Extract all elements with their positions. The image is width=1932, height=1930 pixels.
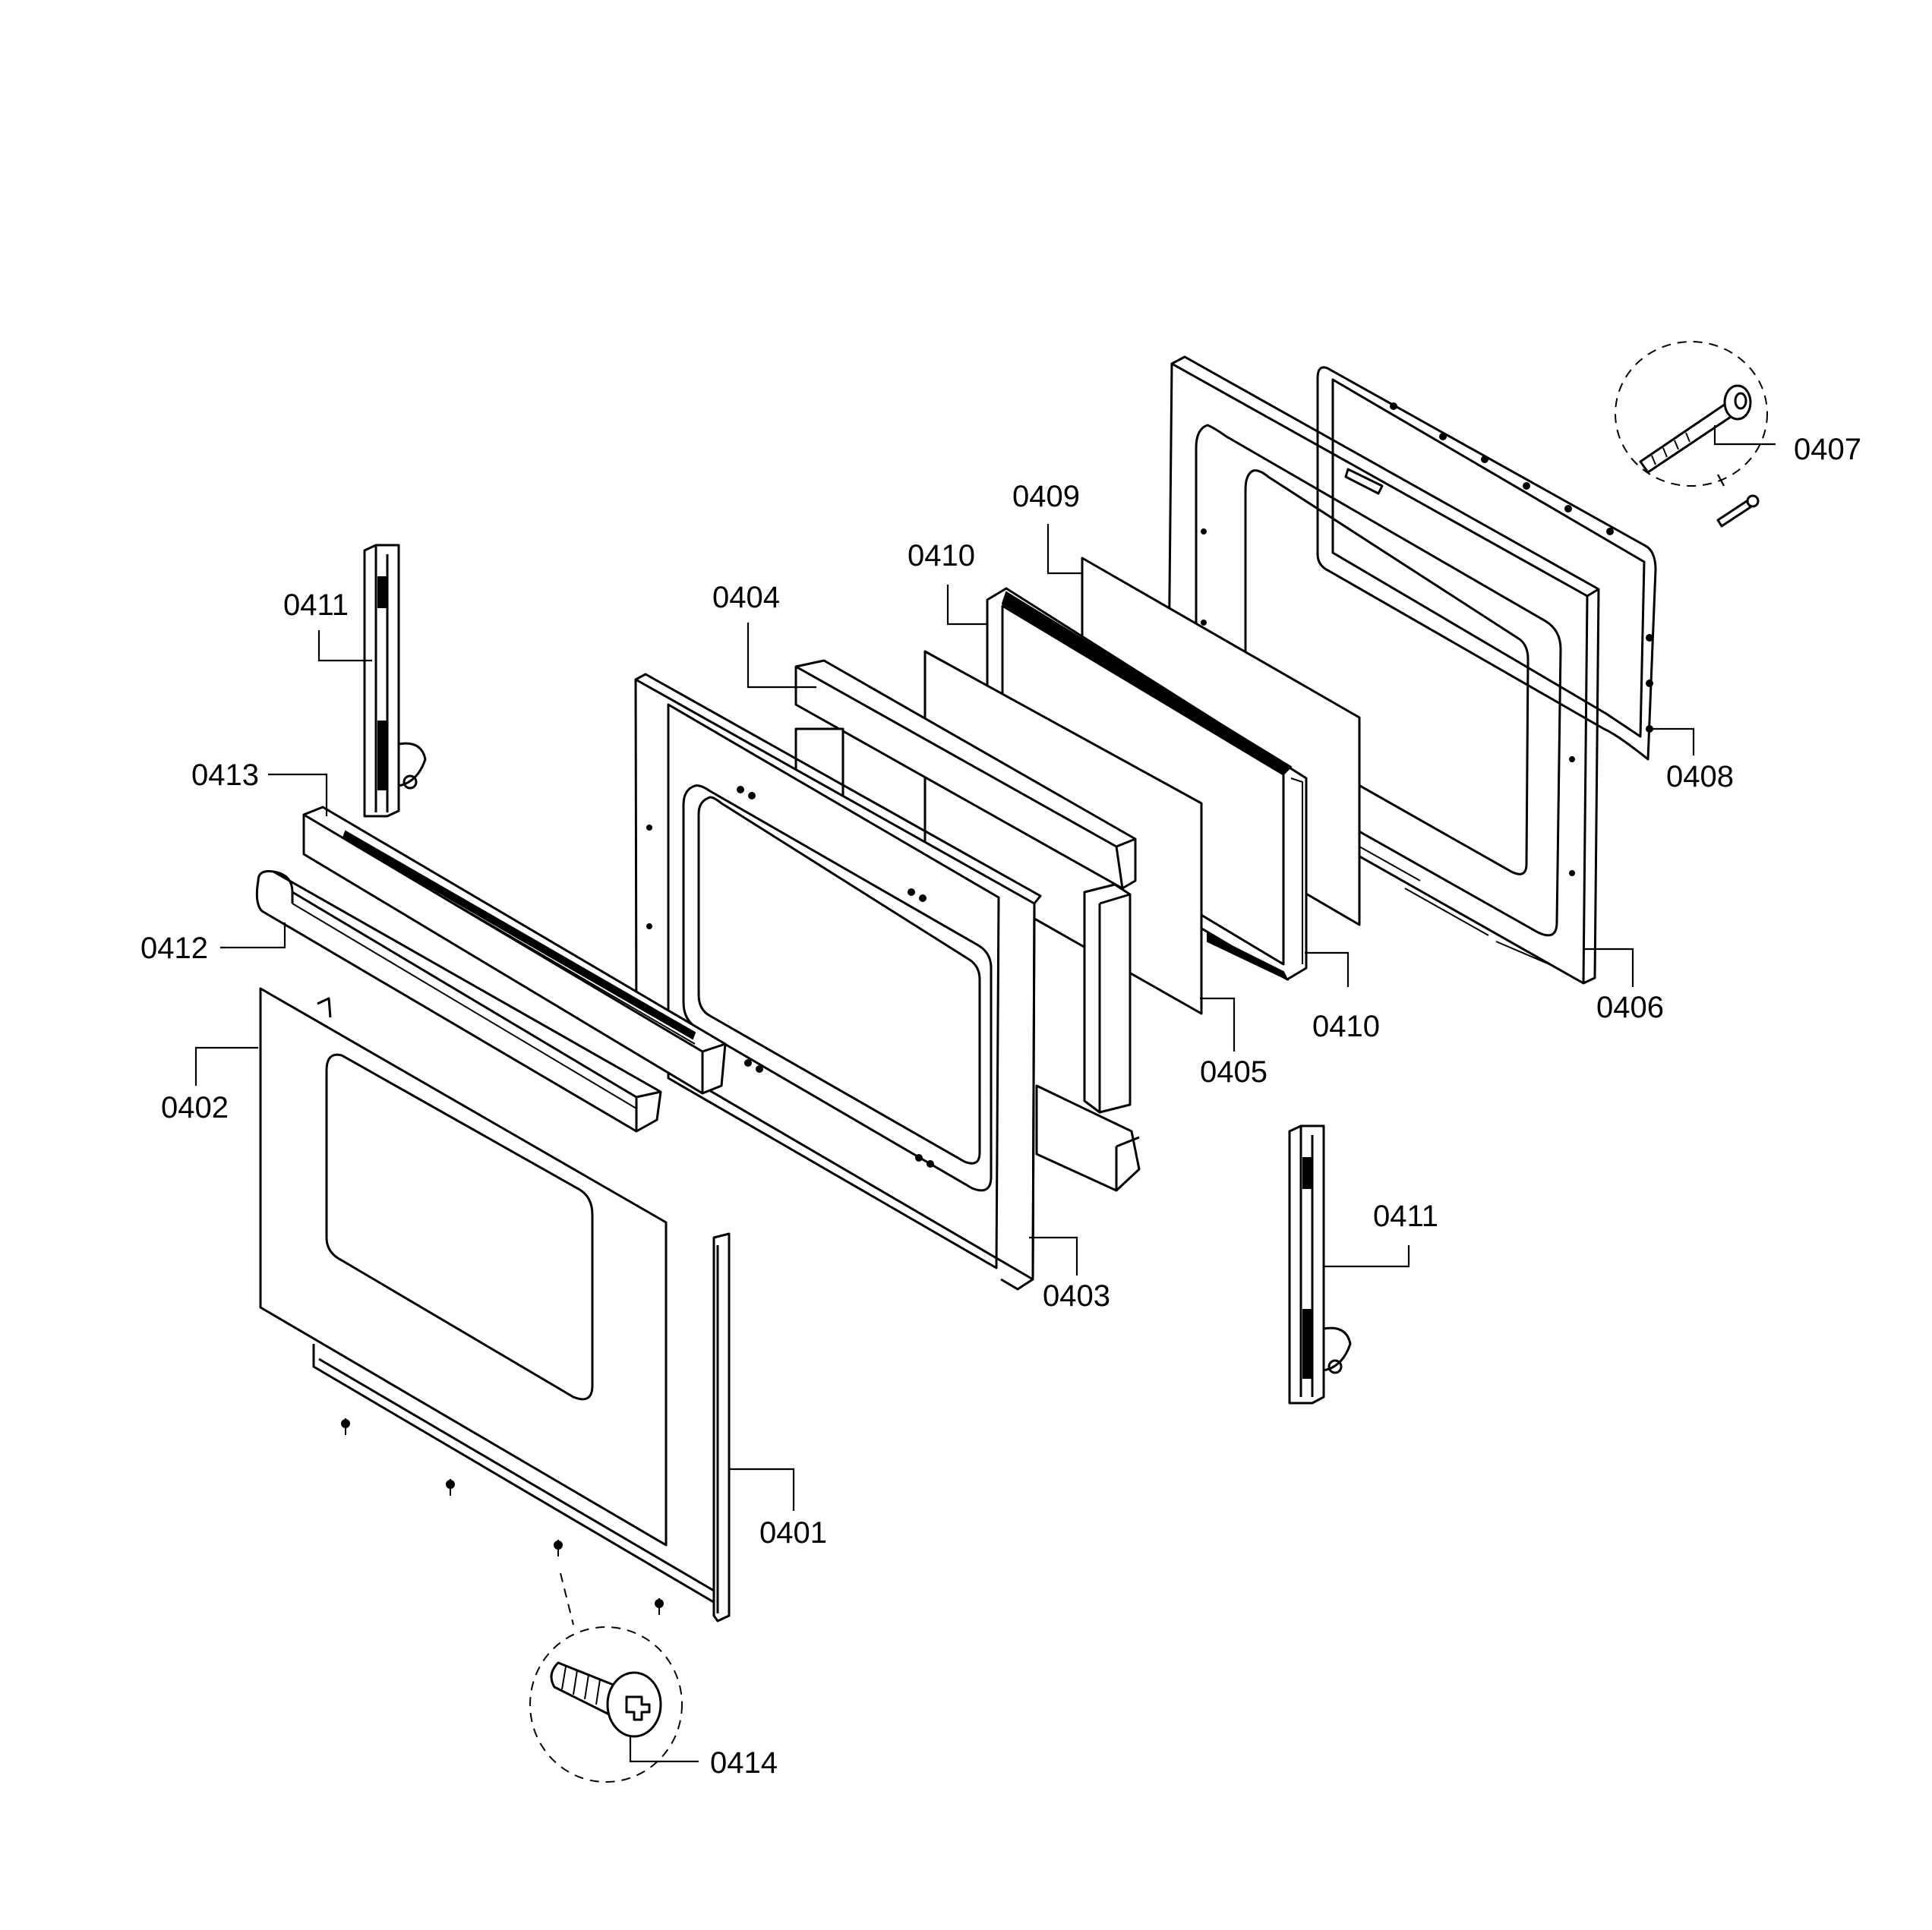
callout-0404: 0404 xyxy=(712,581,780,614)
part-0401-outer-body xyxy=(312,1226,731,1623)
leader-0411a xyxy=(317,630,372,662)
callout-0407: 0407 xyxy=(1794,433,1861,466)
leader-0408 xyxy=(1652,727,1695,755)
part-0408-gasket xyxy=(1316,366,1657,761)
part-0413-top-trim xyxy=(302,806,727,1095)
part-0406-inner-frame xyxy=(1166,355,1600,985)
leader-0410b xyxy=(1305,951,1350,987)
leader-0406 xyxy=(1583,948,1634,987)
part-0414-screw-detail xyxy=(529,1572,683,1783)
part-0411-hinge-right xyxy=(1288,1124,1352,1405)
callout-0403: 0403 xyxy=(1043,1279,1110,1313)
callout-0410-upper: 0410 xyxy=(908,539,975,572)
leader-0414 xyxy=(629,1737,699,1763)
callout-0411-lower: 0411 xyxy=(1373,1200,1438,1233)
callout-0402: 0402 xyxy=(161,1091,229,1124)
callout-0406: 0406 xyxy=(1596,991,1664,1024)
callout-0411-upper: 0411 xyxy=(283,588,349,622)
callout-0401: 0401 xyxy=(759,1516,827,1550)
leader-0402 xyxy=(194,1046,258,1086)
leader-0412 xyxy=(220,922,286,949)
leader-0405 xyxy=(1200,997,1236,1052)
callout-labels: 0401 0402 0403 0404 0405 0406 0407 0408 … xyxy=(140,433,1861,1780)
leader-0407 xyxy=(1713,425,1776,446)
callout-0412: 0412 xyxy=(140,932,208,965)
callout-0414: 0414 xyxy=(710,1746,778,1780)
callout-0413: 0413 xyxy=(191,758,259,792)
callout-0409: 0409 xyxy=(1012,480,1080,513)
callout-0405: 0405 xyxy=(1200,1055,1267,1089)
leader-0410a xyxy=(946,585,987,626)
leader-0401 xyxy=(729,1468,795,1511)
part-0412-handle xyxy=(255,870,662,1133)
leader-lines xyxy=(194,425,1776,1763)
callout-0410-lower: 0410 xyxy=(1312,1010,1380,1043)
callout-0408: 0408 xyxy=(1666,760,1734,793)
leader-0404 xyxy=(747,623,816,689)
leader-0411b xyxy=(1324,1245,1410,1268)
leader-0413 xyxy=(268,773,328,816)
part-0407-screw-detail xyxy=(1615,341,1768,528)
leader-0403 xyxy=(1029,1236,1078,1276)
part-0403-inner-panel xyxy=(634,673,1042,1291)
leader-0409 xyxy=(1046,524,1082,575)
leader-0407b xyxy=(1717,474,1725,487)
part-0411-hinge-left xyxy=(363,544,427,818)
